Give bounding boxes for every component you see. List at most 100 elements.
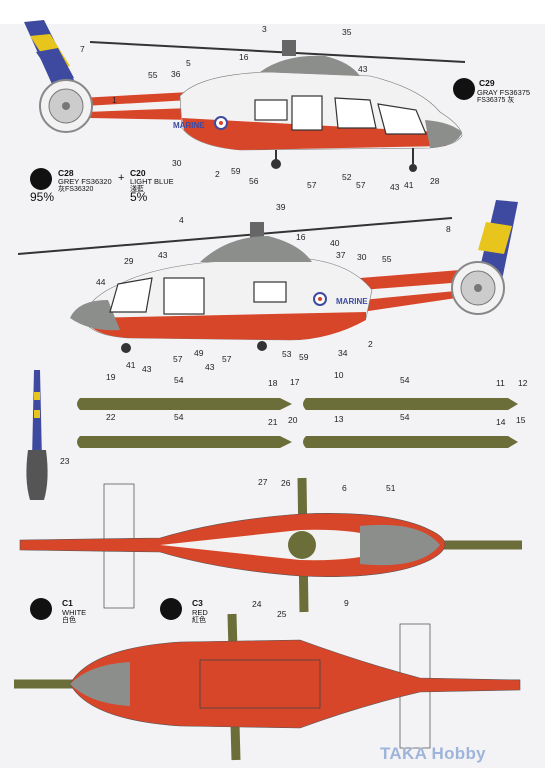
bottom-view	[14, 613, 521, 761]
header-band	[0, 0, 545, 24]
part-callout-rotors: 17	[290, 377, 300, 387]
cabin-door	[291, 95, 323, 131]
part-callout-side2: 39	[276, 202, 286, 212]
rotor-hub	[288, 531, 316, 559]
part-callout-side2: 43	[158, 250, 168, 260]
part-callout-side2: 34	[338, 348, 348, 358]
paint-subname: 白色	[62, 617, 76, 624]
part-callout-side1: 35	[342, 27, 352, 37]
part-callout-side1: 43	[358, 64, 368, 74]
sheet-title: SA.365SA , Flotille 36F, No.486 Base d'A…	[68, 8, 477, 20]
cabin-window	[254, 99, 288, 121]
paint-can-icon	[30, 168, 52, 190]
paint-code: C28	[58, 168, 74, 178]
part-callout-side2: 44	[96, 277, 106, 287]
part-callout-side1: 55	[148, 70, 158, 80]
cabin-door	[163, 277, 205, 315]
part-callout-side2: 49	[194, 348, 204, 358]
blade-part	[303, 398, 518, 410]
part-callout-side2: 4	[179, 215, 184, 225]
part-callout-rotors: 14	[496, 417, 506, 427]
part-callout-side1: 57	[356, 180, 366, 190]
part-callout-side2: 16	[296, 232, 306, 242]
blade-part	[77, 398, 292, 410]
marine-text: MARINE	[173, 121, 205, 130]
part-callout-side2: 29	[124, 256, 134, 266]
side-view-right: MARINE	[24, 20, 466, 172]
part-callout-side2: 43	[142, 364, 152, 374]
part-callout-side2: 40	[330, 238, 340, 248]
side-view-left: MARINE	[17, 200, 518, 353]
paint-code: C29	[479, 78, 495, 88]
part-callout-side1: 57	[307, 180, 317, 190]
part-callout-rotors: 54	[400, 412, 410, 422]
part-callout-side1: 52	[342, 172, 352, 182]
marine-text: MARINE	[336, 297, 368, 306]
part-callout-side2: 30	[357, 252, 367, 262]
nose	[425, 120, 462, 148]
nose	[70, 300, 120, 331]
part-callout-side2: 55	[382, 254, 392, 264]
paint-can-icon	[160, 598, 182, 620]
part-callout-tail: 23	[60, 456, 70, 466]
part-callout-rotors: 10	[334, 370, 344, 380]
watermark: TAKA Hobby	[380, 744, 486, 763]
part-callout-rotors: 54	[174, 375, 184, 385]
top-view	[19, 477, 522, 613]
part-callout-top: 26	[281, 478, 291, 488]
blade-part	[303, 436, 518, 448]
part-callout-side2: 57	[222, 354, 232, 364]
paint-code: C20	[130, 168, 146, 178]
rotor-blade-parts	[77, 398, 518, 448]
part-callout-side2: 41	[126, 360, 136, 370]
part-callout-rotors: 22	[106, 412, 116, 422]
part-callout-top: 25	[277, 609, 287, 619]
part-callout-side2: 59	[299, 352, 309, 362]
part-callout-rotors: 13	[334, 414, 344, 424]
part-callout-rotors: 20	[288, 415, 298, 425]
part-callout-rotors: 19	[106, 372, 116, 382]
part-callout-side1: 2	[215, 169, 220, 179]
part-callout-rotors: 15	[516, 415, 526, 425]
tail-fin-part	[26, 370, 48, 500]
part-callout-side1: 7	[80, 44, 85, 54]
paint-code: C3	[192, 598, 203, 608]
part-callout-rotors: 21	[268, 417, 278, 427]
part-callout-side1: 1	[112, 95, 117, 105]
paint-subname: 灰FS36320	[58, 186, 94, 193]
part-callout-side1: 56	[249, 176, 259, 186]
part-callout-side2: 2	[368, 339, 373, 349]
part-callout-side2: 8	[446, 224, 451, 234]
main-rotor-blade	[17, 217, 453, 255]
paint-subname: 淺藍	[130, 186, 144, 193]
part-callout-rotors: 12	[518, 378, 528, 388]
part-callout-side2: 53	[282, 349, 292, 359]
nose-wheel	[409, 164, 417, 172]
rotor-mast	[282, 40, 296, 56]
part-callout-side2: 37	[336, 250, 346, 260]
part-callout-top: 24	[252, 599, 262, 609]
blade-part	[77, 436, 292, 448]
paint-can-icon	[30, 598, 52, 620]
part-callout-top: 6	[342, 483, 347, 493]
main-rotor-blade	[89, 41, 466, 63]
part-callout-side1: 28	[430, 176, 440, 186]
part-callout-side1: 43	[390, 182, 400, 192]
paint-subname: 紅色	[192, 617, 206, 624]
part-callout-rotors: 18	[268, 378, 278, 388]
cockpit-window	[377, 103, 427, 135]
paint-name: RED	[192, 608, 208, 617]
part-callout-side1: 30	[172, 158, 182, 168]
part-callout-side1: 41	[404, 180, 414, 190]
part-callout-side2: 43	[205, 362, 215, 372]
part-callout-rotors: 11	[496, 378, 505, 388]
paint-can-icon	[453, 78, 475, 100]
part-callout-rotors: 54	[174, 412, 184, 422]
part-callout-side1: 5	[186, 58, 191, 68]
paint-name: GRAY FS36375	[477, 88, 531, 97]
main-wheel	[271, 159, 281, 169]
fuselage-bottom	[69, 639, 521, 729]
